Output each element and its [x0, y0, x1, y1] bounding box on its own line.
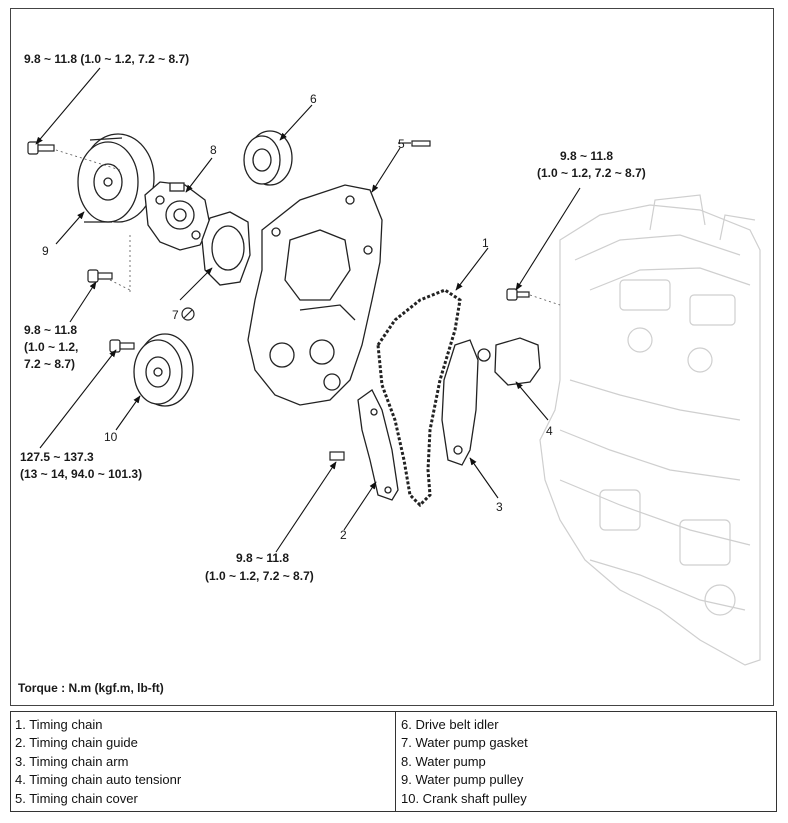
water-pump-gasket [201, 211, 251, 286]
legend-item: 10. Crank shaft pulley [401, 790, 527, 806]
dashed-guides [55, 149, 561, 306]
pump-bolt [87, 269, 113, 283]
callout-9: 9 [42, 244, 49, 258]
legend-item: 2. Timing chain guide [15, 735, 138, 751]
torque-label-guide-bolt-value: 9.8 ~ 11.8 [236, 551, 290, 565]
legend-item: 8. Water pump [401, 753, 486, 769]
pulley-bolt [27, 141, 55, 155]
callout-5: 5 [398, 137, 405, 151]
torque-label-tensioner-bolt-value: 9.8 ~ 11.8 [560, 149, 614, 163]
torque-label-pump-bolt-value: 9.8 ~ 11.8 [24, 323, 78, 337]
torque-label-pulley-bolt: 9.8 ~ 11.8 (1.0 ~ 1.2, 7.2 ~ 8.7) [24, 52, 190, 66]
timing-chain-arm [441, 339, 479, 466]
legend-item: 3. Timing chain arm [15, 753, 129, 769]
callout-6: 6 [310, 92, 317, 106]
legend-item: 4. Timing chain auto tensionr [15, 772, 182, 788]
legend-item: 5. Timing chain cover [15, 790, 138, 806]
torque-label-tensioner-bolt-detail: (1.0 ~ 1.2, 7.2 ~ 8.7) [537, 166, 646, 180]
water-pump-pulley [77, 133, 155, 223]
leader-lines [35, 67, 581, 553]
legend-item: 6. Drive belt idler [401, 717, 499, 732]
cover-bolt [411, 140, 431, 147]
torque-label-crank-bolt-detail: (13 ~ 14, 94.0 ~ 101.3) [20, 467, 143, 481]
gasket-symbol [181, 307, 195, 321]
callout-1: 1 [482, 236, 489, 250]
torque-unit-note: Torque : N.m (kgf.m, lb-ft) [18, 681, 164, 695]
crank-shaft-pulley [133, 333, 194, 407]
timing-chain-guide [357, 389, 399, 501]
legend-item: 7. Water pump gasket [401, 735, 528, 751]
crank-bolt [109, 339, 135, 353]
water-pump [144, 181, 211, 251]
chain-tensioner [477, 337, 541, 386]
legend-column-left: 1. Timing chain 2. Timing chain guide 3.… [11, 712, 396, 811]
callout-7: 7 [172, 308, 179, 322]
timing-chain-cover [247, 184, 383, 406]
torque-label-pump-bolt-detail-2: 7.2 ~ 8.7) [24, 357, 76, 371]
torque-label-crank-bolt-value: 127.5 ~ 137.3 [20, 450, 94, 464]
drive-belt-idler [243, 130, 293, 186]
tensioner-bolt [506, 288, 530, 301]
legend-item: 9. Water pump pulley [401, 772, 524, 788]
legend-column-right: 6. Drive belt idler 7. Water pump gasket… [396, 712, 776, 811]
guide-bolt [329, 451, 345, 461]
callout-2: 2 [340, 528, 347, 542]
callout-8: 8 [210, 143, 217, 157]
callout-3: 3 [496, 500, 503, 514]
torque-label-guide-bolt-detail: (1.0 ~ 1.2, 7.2 ~ 8.7) [205, 569, 314, 583]
torque-label-pump-bolt-detail-1: (1.0 ~ 1.2, [24, 340, 79, 354]
parts-legend-table: 1. Timing chain 2. Timing chain guide 3.… [10, 711, 777, 812]
callout-4: 4 [546, 424, 553, 438]
callout-10: 10 [104, 430, 118, 444]
legend-item: 1. Timing chain [15, 717, 103, 732]
timing-chain [376, 288, 462, 508]
engine-block-outline [539, 194, 761, 666]
